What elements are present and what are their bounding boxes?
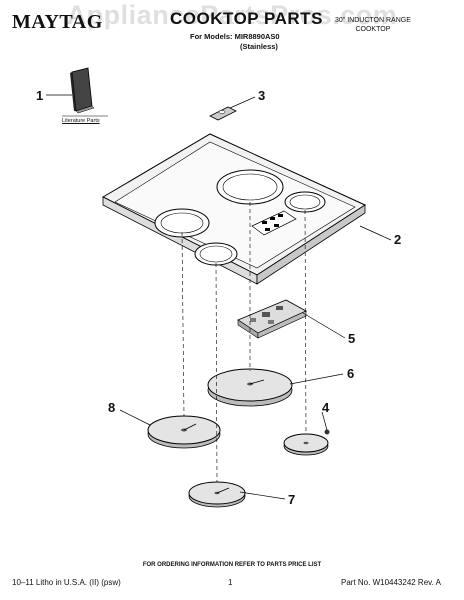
- footer-part-number: Part No. W10443242 Rev. A: [341, 578, 441, 587]
- cooktop-top: [101, 133, 367, 285]
- small-bracket: [209, 106, 237, 121]
- callout-4: 4: [322, 400, 330, 415]
- footer-page-number: 1: [228, 578, 233, 587]
- footer-litho: 10–11 Litho in U.S.A. (II) (psw): [12, 578, 121, 587]
- ordering-note: FOR ORDERING INFORMATION REFER TO PARTS …: [142, 562, 322, 568]
- control-board: [237, 299, 307, 339]
- callout-6: 6: [347, 366, 355, 381]
- callout-8: 8: [108, 400, 116, 415]
- burner-right: [284, 191, 326, 213]
- induction-coil-front: [188, 481, 246, 508]
- page-title: COOKTOP PARTS: [170, 9, 323, 28]
- thermistor-sensor: [324, 429, 330, 435]
- callout-5: 5: [348, 331, 356, 346]
- callout-1: 1: [36, 88, 44, 103]
- leader-lines: [46, 94, 392, 500]
- product-type: 30" INDUCTON RANGE COOKTOP: [335, 16, 411, 34]
- callout-2: 2: [394, 232, 402, 247]
- induction-coil-large: [207, 368, 293, 407]
- burner-large: [216, 169, 284, 205]
- callout-3: 3: [258, 88, 266, 103]
- literature-booklet: [70, 67, 95, 114]
- burner-left: [154, 208, 210, 238]
- callout-7: 7: [288, 492, 296, 507]
- finish-label: (Stainless): [240, 42, 278, 51]
- induction-coil-right: [283, 429, 330, 456]
- watermark-text: AppliancePartsPros.com: [66, 0, 398, 30]
- brand-logo: MAYTAG: [12, 11, 103, 33]
- models-line: For Models: MIR8890AS0: [190, 32, 280, 41]
- alignment-lines: [181, 202, 307, 483]
- product-type-line2: COOKTOP: [355, 26, 391, 33]
- induction-coil-left: [147, 415, 221, 449]
- control-panel: [251, 210, 297, 236]
- product-type-line1: 30" INDUCTON RANGE: [335, 17, 411, 24]
- literature-parts-label: Literature Parts: [62, 118, 100, 124]
- burner-small-front: [194, 242, 238, 266]
